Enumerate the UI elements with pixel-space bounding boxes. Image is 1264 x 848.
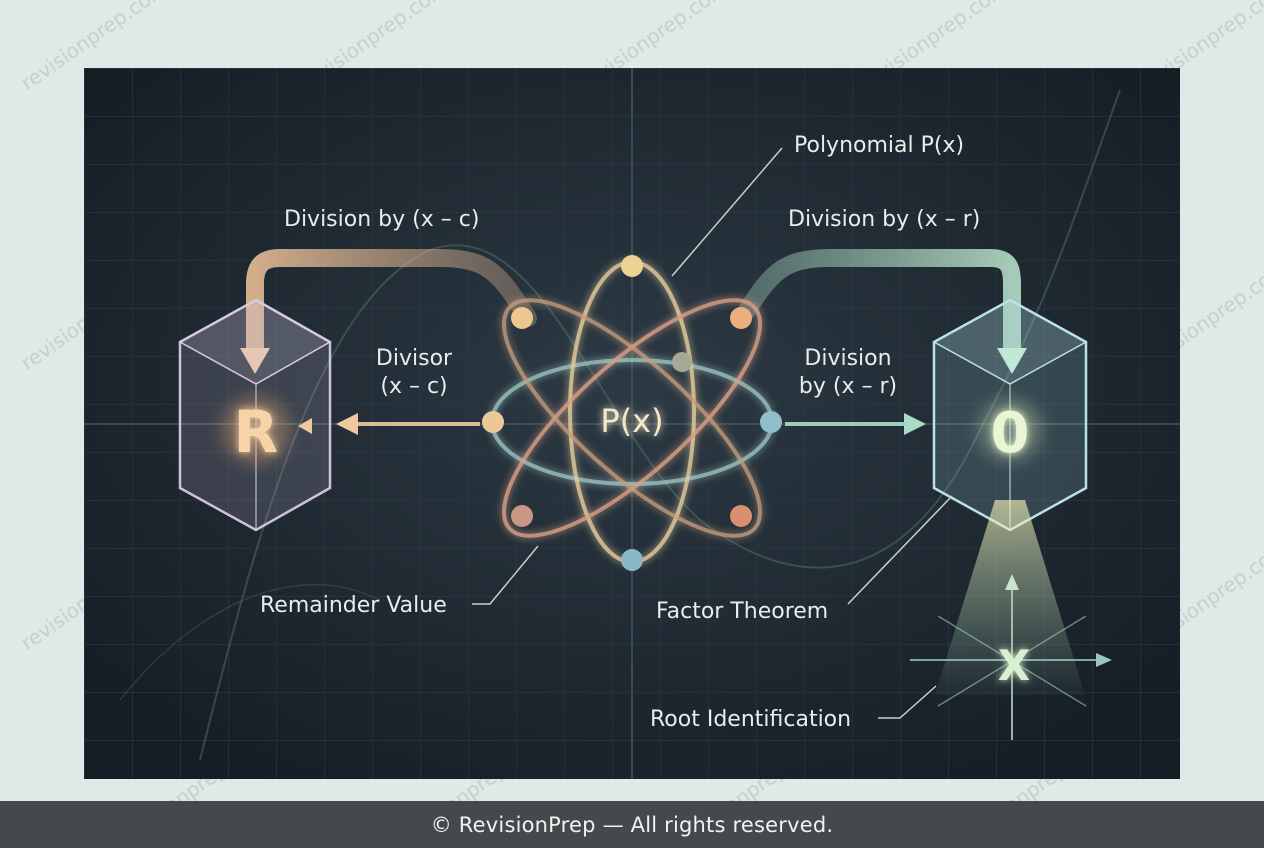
label-factor-theorem: Factor Theorem [656,599,828,624]
leader-remainder [472,545,539,605]
root-beam [935,500,1085,695]
arrow-division-c [246,249,537,357]
copyright-text: © RevisionPrep — All rights reserved. [430,812,834,837]
leader-root [878,685,937,719]
label-root-identification: Root Identification [650,707,851,732]
node-inner [672,352,692,372]
arrow-division-c-head [240,348,270,374]
label-remainder: Remainder Value [260,593,447,618]
remainder-letter: R [234,398,279,466]
node-upper-left [511,307,533,329]
atom-nodes [482,255,782,571]
node-right [760,411,782,433]
label-division-mid-line2: by (x – r) [799,374,897,399]
background-curve-2 [119,583,381,701]
label-division-mid-line1: Division [804,346,891,371]
leader-factor [847,495,953,605]
node-upper-right [730,307,752,329]
node-top [621,255,643,277]
center-label: P(x) [600,402,663,440]
node-bottom [621,549,643,571]
root-crosshair [910,574,1112,740]
node-lower-left [511,505,533,527]
arrow-division-r [733,249,1021,357]
arrow-division-r-head [997,348,1027,374]
label-division-r: Division by (x – r) [788,207,980,232]
remainder-pointer-icon [298,418,312,434]
zero-letter: 0 [991,401,1030,466]
label-polynomial: Polynomial P(x) [794,133,964,158]
zero-box: 0 [932,298,1088,532]
background-curve [199,89,1121,761]
label-divisor-line1: Divisor [376,346,453,371]
label-division-c: Division by (x – c) [284,207,479,232]
root-letter: X [998,641,1030,690]
orbit-diagonal-b [501,298,763,538]
footer-bar: © RevisionPrep — All rights reserved. [0,801,1264,848]
leader-polynomial [671,147,783,277]
arrow-division-mid-head [904,413,926,435]
orbit-diagonal-a [501,298,763,538]
arrow-divisor-head [336,413,358,435]
node-lower-right [730,505,752,527]
remainder-box: R [178,298,332,532]
label-divisor-line2: (x – c) [380,374,447,399]
node-left [482,411,504,433]
